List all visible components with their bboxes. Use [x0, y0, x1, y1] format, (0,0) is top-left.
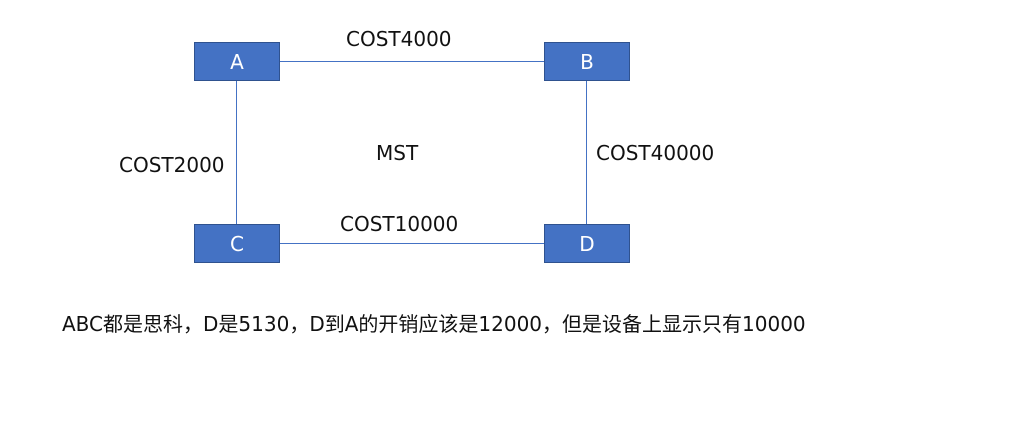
mst-label: MST [376, 141, 419, 165]
cost-label-b-d: COST40000 [596, 141, 715, 165]
node-a: A [194, 42, 280, 81]
link-a-b [280, 61, 544, 62]
cost-label-a-c: COST2000 [119, 153, 225, 177]
note-text: ABC都是思科，D是5130，D到A的开销应该是12000，但是设备上显示只有1… [62, 312, 806, 336]
link-b-d [586, 81, 587, 224]
cost-label-c-d: COST10000 [340, 212, 459, 236]
link-c-d [280, 243, 544, 244]
link-a-c [236, 81, 237, 224]
cost-label-a-b: COST4000 [346, 27, 452, 51]
node-b: B [544, 42, 630, 81]
node-c: C [194, 224, 280, 263]
node-d: D [544, 224, 630, 263]
